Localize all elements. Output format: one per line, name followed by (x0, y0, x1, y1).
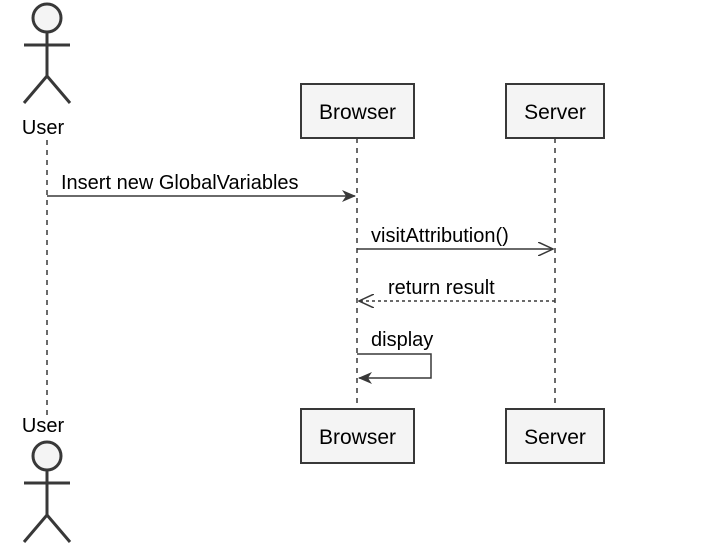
participant-browser-top: Browser (300, 83, 415, 139)
message-2-label: visitAttribution() (371, 225, 509, 247)
message-1-label: Insert new GlobalVariables (61, 172, 299, 194)
message-display-self: display (357, 329, 433, 384)
message-return-result: return result (359, 277, 555, 301)
actor-user-bottom: User (22, 415, 72, 543)
participant-server-top: Server (505, 83, 605, 139)
participant-browser-top-label: Browser (319, 101, 396, 124)
message-visit-attribution: visitAttribution() (357, 225, 553, 249)
actor-user-bottom-label: User (22, 415, 65, 437)
participant-browser-bottom: Browser (300, 408, 415, 464)
participant-server-top-label: Server (524, 101, 586, 124)
actor-user-top: User (22, 2, 72, 139)
participant-server-bottom-label: Server (524, 426, 586, 449)
participant-browser-bottom-label: Browser (319, 426, 396, 449)
message-3-label: return result (388, 277, 495, 299)
message-4-label: display (371, 329, 433, 351)
participant-server-bottom: Server (505, 408, 605, 464)
message-insert-global-variables: Insert new GlobalVariables (47, 172, 356, 202)
actor-icon (22, 440, 72, 543)
actor-user-top-label: User (22, 117, 65, 139)
actor-icon (22, 2, 72, 104)
